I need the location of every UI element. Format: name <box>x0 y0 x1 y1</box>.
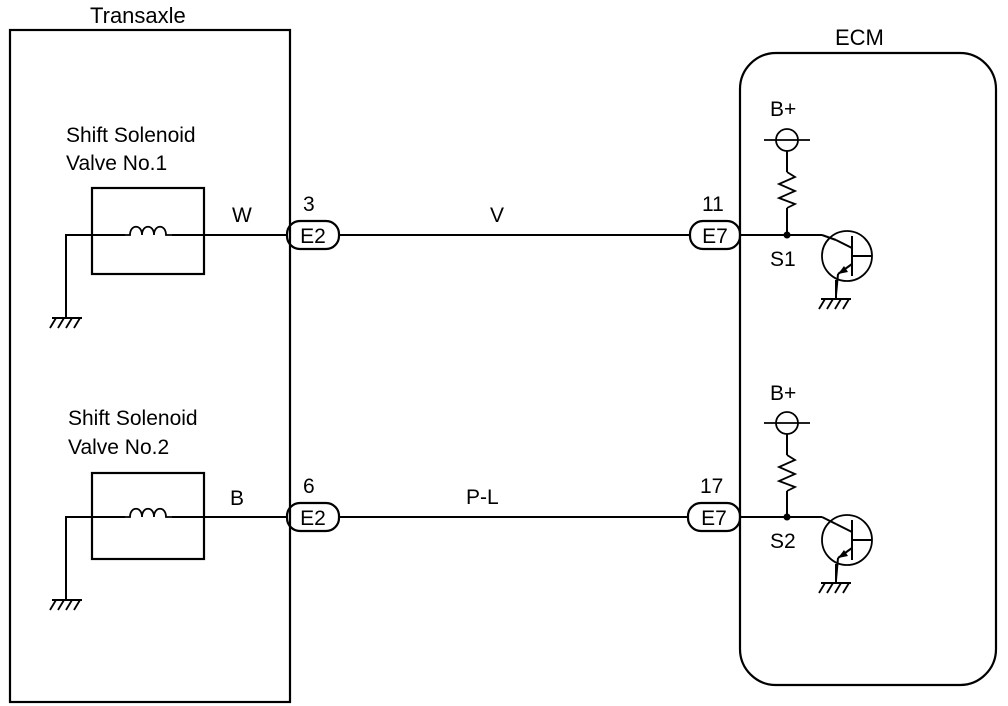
connector-e7-bottom-pin: 17 <box>700 475 723 498</box>
ecm-s1-supply-label: B+ <box>770 98 796 121</box>
resistor-icon <box>776 171 798 209</box>
connector-e2-pin6: E2 6 <box>285 475 341 533</box>
harness-wire-top-color: V <box>490 204 504 227</box>
connector-e7-bottom-code: E7 <box>701 507 727 530</box>
connector-e7-top-pin: 11 <box>702 193 724 216</box>
resistor-icon <box>776 454 798 492</box>
ground-icon <box>49 317 82 329</box>
ecm-driver-circuit-s1: B+ S1 <box>740 98 873 310</box>
connector-e2-top-code: E2 <box>300 225 326 248</box>
transistor-icon <box>821 230 873 296</box>
ecm-s2-terminal-label: S2 <box>770 530 796 553</box>
harness-wire-bottom-color: P-L <box>466 486 499 509</box>
connector-e7-top-code: E7 <box>702 225 728 248</box>
ecm-block: ECM <box>738 25 998 687</box>
ecm-s2-supply-label: B+ <box>770 382 796 405</box>
connector-e2-top-pin: 3 <box>303 193 315 216</box>
connector-e7-pin17: E7 17 <box>686 475 742 533</box>
ground-icon <box>818 582 851 594</box>
ecm-outline <box>738 51 998 687</box>
harness-wire-bottom: P-L <box>339 486 688 518</box>
solenoid-1-ground-lead <box>65 234 125 318</box>
solenoid-2-label-line2: Valve No.2 <box>68 436 169 459</box>
solenoid-1-wire-color: W <box>232 204 252 227</box>
transaxle-block: Transaxle <box>8 3 292 704</box>
solenoid-2-coil-icon <box>125 507 172 518</box>
solenoid-2-wire-color: B <box>230 487 244 510</box>
transaxle-outline <box>8 28 292 704</box>
solenoid-1-label-line1: Shift Solenoid <box>66 124 196 147</box>
junction-dot <box>783 231 791 239</box>
solenoid-valve-2: Shift Solenoid Valve No.2 B <box>49 407 287 611</box>
transistor-icon <box>821 514 873 581</box>
harness-wire-top: V <box>339 204 690 236</box>
connector-e2-bottom-pin: 6 <box>303 475 315 498</box>
ecm-s1-terminal-label: S1 <box>770 248 796 271</box>
transaxle-title: Transaxle <box>90 3 186 28</box>
solenoid-1-box <box>90 186 206 276</box>
ground-icon <box>818 298 851 310</box>
solenoid-1-coil-icon <box>125 225 172 236</box>
connector-e7-pin11: E7 11 <box>688 193 742 251</box>
solenoid-2-ground-lead <box>65 516 125 600</box>
power-supply-icon <box>764 128 810 152</box>
solenoid-valve-1: Shift Solenoid Valve No.1 W <box>49 124 287 329</box>
junction-dot <box>783 513 791 521</box>
solenoid-1-label-line2: Valve No.1 <box>66 152 167 175</box>
ecm-title: ECM <box>835 25 884 50</box>
ground-icon <box>49 599 82 611</box>
power-supply-icon <box>764 411 810 435</box>
ecm-driver-circuit-s2: B+ S2 <box>740 382 873 594</box>
solenoid-2-label-line1: Shift Solenoid <box>68 407 198 430</box>
connector-e2-pin3: E2 3 <box>285 193 341 251</box>
connector-e2-bottom-code: E2 <box>300 507 326 530</box>
